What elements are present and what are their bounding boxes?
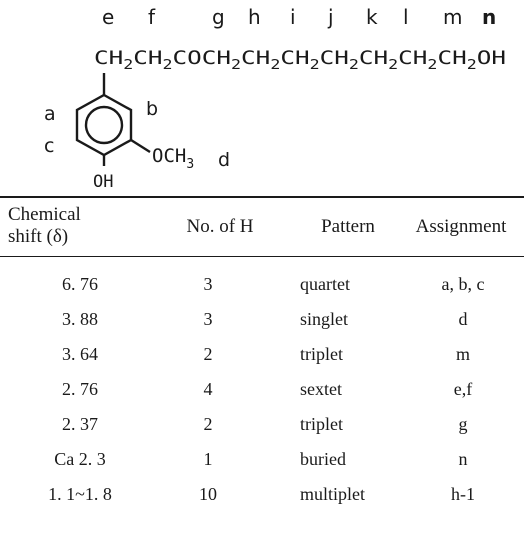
cell-shift: Ca 2. 3	[54, 449, 106, 469]
cell-shift: 2. 37	[62, 414, 98, 434]
header-no-of-h: No. of H	[186, 216, 254, 237]
table-header-rule	[0, 256, 524, 258]
cell-no-of-h: 10	[199, 484, 217, 504]
cell-pattern: sextet	[300, 379, 342, 399]
cell-no-of-h: 3	[203, 309, 213, 329]
table-row: 3. 64 2 triplet m	[0, 342, 524, 377]
cell-no-of-h: 3	[203, 274, 213, 294]
cell-no-of-h: 1	[203, 449, 213, 469]
label-n: n	[482, 5, 496, 29]
cell-assignment: m	[455, 344, 470, 364]
cell-shift: 3. 88	[62, 309, 98, 329]
cell-pattern: multiplet	[300, 484, 365, 504]
cell-assignment: g	[458, 414, 468, 434]
table-row: 1. 1~1. 8 10 multiplet h-1	[0, 482, 524, 517]
label-e: e	[102, 5, 114, 29]
cell-pattern: buried	[300, 449, 346, 469]
label-g: g	[212, 5, 225, 29]
cell-assignment: e,f	[453, 379, 473, 399]
table-row: Ca 2. 3 1 buried n	[0, 447, 524, 482]
hydroxyl-group: OH	[93, 172, 113, 190]
cell-shift: 1. 1~1. 8	[48, 484, 112, 504]
cell-pattern: triplet	[300, 344, 343, 364]
header-chemical-shift: Chemical shift (δ)	[8, 204, 138, 248]
label-m: m	[443, 5, 462, 29]
cell-shift: 3. 64	[62, 344, 98, 364]
cell-no-of-h: 4	[203, 379, 213, 399]
benzene-ring	[75, 73, 151, 166]
cell-pattern: singlet	[300, 309, 348, 329]
header-assignment: Assignment	[415, 216, 507, 237]
header-shift-line2: shift (δ)	[8, 226, 69, 247]
header-pattern: Pattern	[321, 216, 375, 237]
cell-assignment: a, b, c	[441, 274, 485, 294]
cell-assignment: d	[458, 309, 468, 329]
ring-aromatic-circle	[84, 105, 124, 145]
table-row: 2. 76 4 sextet e,f	[0, 377, 524, 412]
label-l: l	[403, 5, 409, 29]
table-row: 6. 76 3 quartet a, b, c	[0, 272, 524, 307]
table-row: 3. 88 3 singlet d	[0, 307, 524, 342]
label-a: a	[44, 103, 56, 125]
cell-shift: 6. 76	[62, 274, 98, 294]
label-k: k	[366, 5, 378, 29]
nmr-table-body: 6. 76 3 quartet a, b, c 3. 88 3 singlet …	[0, 272, 524, 517]
bond-to-methoxy	[130, 138, 151, 154]
cell-pattern: triplet	[300, 414, 343, 434]
table-top-rule	[0, 196, 524, 198]
label-d: d	[218, 149, 230, 171]
cell-no-of-h: 2	[203, 344, 213, 364]
position-labels: e f g h i j k l m n	[102, 5, 496, 29]
label-j: j	[327, 5, 334, 29]
table-row: 2. 37 2 triplet g	[0, 412, 524, 447]
label-h: h	[248, 5, 261, 29]
cell-assignment: h-1	[451, 484, 475, 504]
label-b: b	[146, 98, 158, 120]
cell-assignment: n	[458, 449, 468, 469]
label-i: i	[290, 5, 296, 29]
label-c: c	[44, 135, 54, 157]
cell-pattern: quartet	[300, 274, 350, 294]
label-f: f	[148, 5, 156, 29]
cell-shift: 2. 76	[62, 379, 98, 399]
methoxy-group: OCH3	[152, 145, 194, 172]
cell-no-of-h: 2	[203, 414, 213, 434]
header-shift-line1: Chemical	[8, 204, 81, 225]
